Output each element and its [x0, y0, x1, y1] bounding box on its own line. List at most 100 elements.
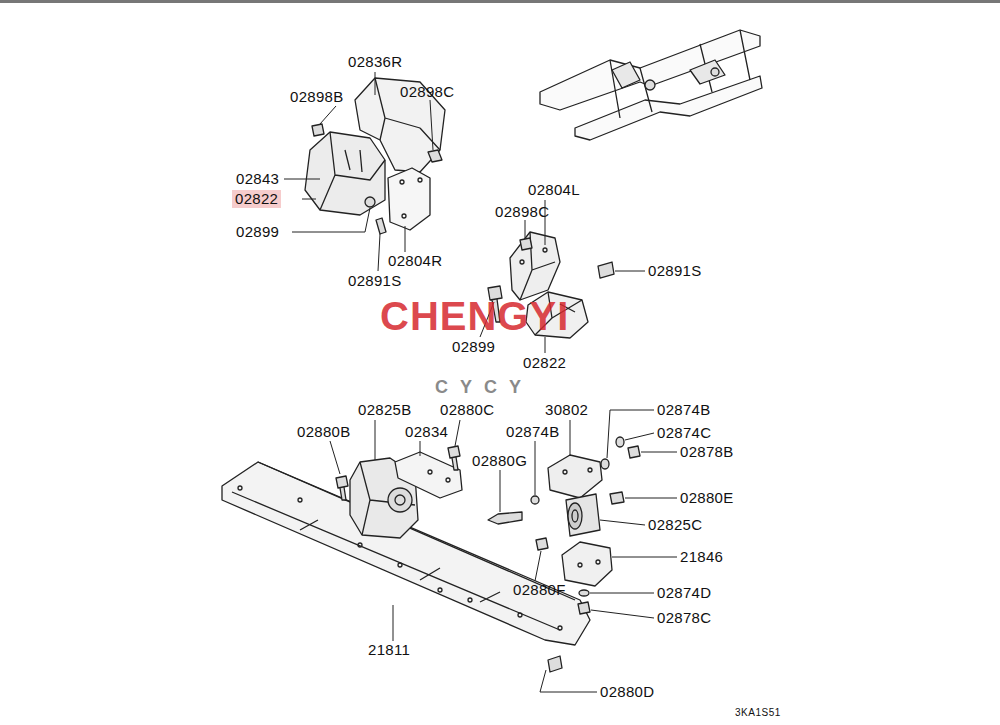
callout-number: 02891S	[348, 273, 402, 289]
bracket-02804L	[510, 232, 560, 300]
drawing-path	[625, 498, 677, 499]
drawing-path	[525, 220, 526, 238]
callout-number: 02899	[236, 224, 279, 240]
callout-number: 02880B	[297, 424, 351, 440]
drawing-ellipse	[616, 437, 624, 447]
drawing-path	[628, 446, 640, 458]
drawing-circle	[402, 214, 406, 218]
drawing-path	[320, 132, 385, 210]
drawing-circle	[518, 613, 522, 617]
drawing-path	[591, 610, 654, 618]
drawing-circle	[358, 543, 362, 547]
drawing-path	[378, 234, 380, 271]
drawing-path	[448, 446, 460, 470]
drawing-path	[430, 100, 433, 150]
drawing-circle	[468, 598, 472, 602]
callout-number: 02804L	[528, 182, 580, 198]
callout-number: 02822	[523, 355, 566, 371]
drawing-path	[578, 602, 590, 614]
callout-number: 02874C	[657, 425, 711, 441]
drawing-path	[420, 441, 421, 456]
drawing-path	[320, 106, 336, 124]
callout-number: 02891S	[648, 263, 702, 279]
drawing-path	[520, 232, 555, 300]
drawing-path	[405, 226, 406, 252]
drawing-path	[428, 150, 442, 162]
drawing-path	[625, 433, 654, 440]
drawing-g	[222, 30, 762, 692]
watermark: CHENGYI	[380, 296, 569, 336]
drawing-circle	[543, 248, 547, 252]
drawing-ellipse	[568, 503, 582, 529]
callout-number: 02825C	[648, 517, 702, 533]
drawing-path	[535, 551, 541, 581]
callout-number: 02898C	[495, 204, 549, 220]
drawing-path	[641, 452, 677, 453]
drawing-circle	[563, 470, 567, 474]
leader-lines	[284, 72, 677, 692]
callout-number: 02880G	[472, 453, 527, 469]
drawing-circle	[238, 486, 242, 490]
drawing-path	[375, 420, 376, 460]
callout-number: 02843	[236, 171, 279, 187]
callout-number: 21846	[680, 549, 723, 565]
drawing-rect	[0, 0, 1000, 3]
drawing-path	[600, 520, 645, 525]
drawing-path	[488, 512, 522, 524]
drawing-path	[548, 656, 562, 672]
watermark: CYCY	[435, 378, 533, 396]
drawing-path	[305, 132, 385, 215]
frame-outline	[540, 30, 762, 140]
drawing-path	[612, 60, 725, 88]
drawing-path	[612, 557, 677, 558]
drawing-ellipse	[601, 459, 609, 469]
drawing-path	[510, 232, 560, 300]
drawing-circle	[418, 178, 422, 182]
drawing-path	[376, 218, 386, 234]
insulator-02804R	[388, 168, 430, 230]
drawing-circle	[520, 260, 524, 264]
drawing-path	[284, 179, 320, 180]
drawing-path	[312, 124, 324, 136]
drawing-path	[610, 492, 624, 504]
drawing-path	[598, 262, 614, 278]
drawing-circle	[395, 495, 405, 505]
callout-number: 02880C	[440, 402, 494, 418]
highlighted-callout: 02822	[232, 190, 281, 208]
drawing-circle	[365, 197, 375, 207]
drawing-circle	[446, 478, 450, 482]
callout-number: 02878C	[657, 610, 711, 626]
drawing-path	[520, 238, 532, 250]
callout-number: 02880D	[600, 684, 654, 700]
bracket-30802	[548, 455, 602, 498]
drawing-path	[500, 470, 501, 512]
bracket-21846	[562, 542, 612, 586]
drawing-circle	[398, 563, 402, 567]
bushing-02825C	[566, 494, 600, 536]
callout-number: 02822	[235, 190, 278, 207]
drawing-ellipse	[572, 510, 578, 522]
drawing-path	[393, 605, 394, 641]
drawing-path	[590, 593, 654, 594]
drawing-path	[330, 441, 340, 474]
drawing-path	[575, 76, 762, 140]
callout-number: 02825B	[358, 402, 412, 418]
drawing-path	[607, 410, 654, 458]
drawing-path	[388, 168, 430, 230]
bracket-02843	[305, 132, 385, 215]
drawing-path	[536, 538, 548, 550]
callout-number: 02898B	[290, 89, 344, 105]
drawing-circle	[711, 68, 719, 76]
callout-number: 02880F	[513, 582, 566, 598]
drawing-path	[375, 72, 376, 95]
callout-number: 02878B	[680, 444, 734, 460]
drawing-ellipse	[579, 590, 589, 596]
drawing-circle	[558, 626, 562, 630]
washers-nuts-right	[578, 437, 640, 614]
bolts-crossmember	[336, 446, 548, 550]
drawing-path	[545, 337, 546, 353]
callout-number: 21811	[368, 642, 410, 658]
drawing-path	[535, 441, 536, 495]
drawing-path	[610, 30, 750, 118]
